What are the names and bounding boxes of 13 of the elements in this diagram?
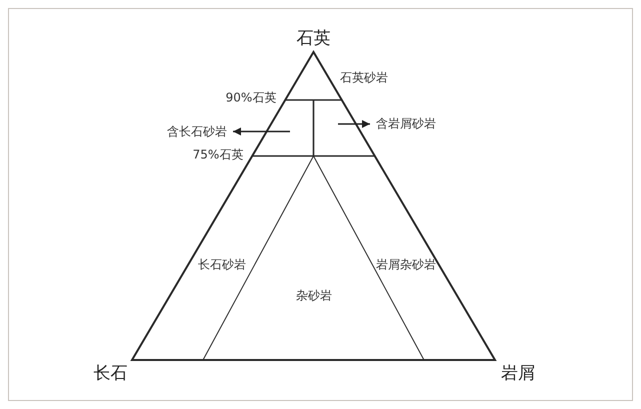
region-label: 杂砂岩 xyxy=(296,289,332,303)
percent-label: 90%石英 xyxy=(226,91,276,105)
arrow xyxy=(233,128,290,136)
region-label: 岩屑杂砂岩 xyxy=(376,258,436,272)
percent-label: 75%石英 xyxy=(192,148,244,162)
region-label: 含岩屑砂岩 xyxy=(370,116,442,132)
region-label: 石英砂岩 xyxy=(340,71,388,85)
arrow xyxy=(338,120,370,128)
region-label: 含长石砂岩 xyxy=(161,124,233,140)
corner-label: 长石 xyxy=(94,364,128,384)
region-label: 长石砂岩 xyxy=(198,258,246,272)
apex-label: 石英 xyxy=(296,30,330,48)
corner-label: 岩屑 xyxy=(501,364,535,384)
